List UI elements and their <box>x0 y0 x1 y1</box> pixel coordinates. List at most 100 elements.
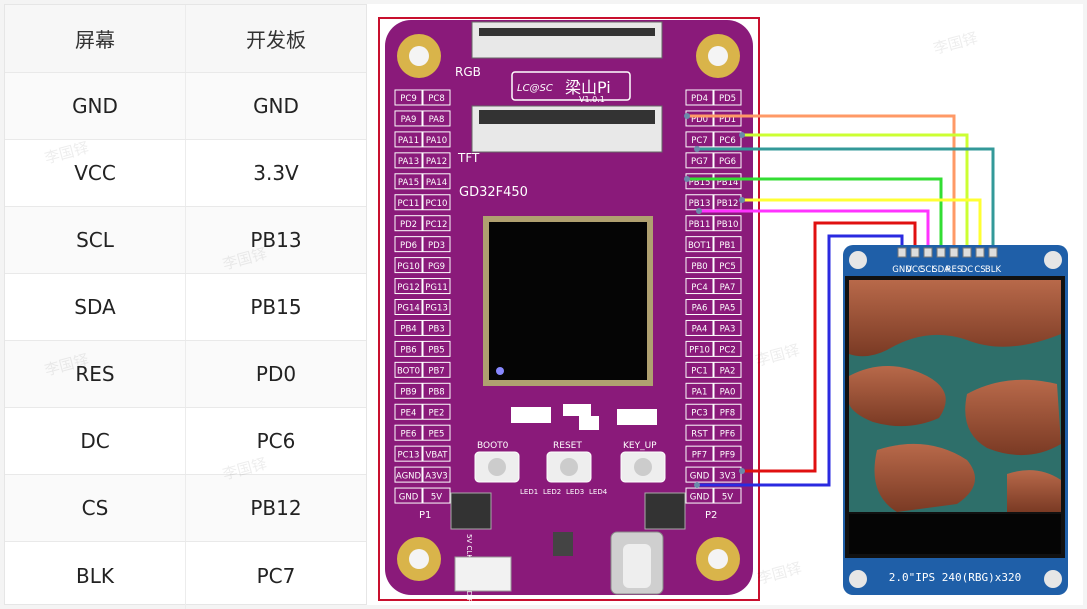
screen-pin: GND <box>5 73 186 139</box>
pin-box <box>713 110 742 127</box>
board-name: 梁山Pi <box>565 78 611 97</box>
pin-box <box>713 382 742 399</box>
pin-label: PE6 <box>401 429 417 439</box>
pin-box <box>422 110 451 127</box>
pcb-outline <box>378 17 760 601</box>
board-pin: PB12 <box>250 496 302 520</box>
pin-box <box>685 299 714 315</box>
pin-box <box>422 299 451 315</box>
pin-label: PA6 <box>692 304 708 314</box>
led3-label: LED3 <box>566 488 584 496</box>
pin-label: PC6 <box>719 136 735 146</box>
reset-button[interactable] <box>546 451 592 483</box>
mount-hole-icon <box>397 537 441 581</box>
pin-label: A3V3 <box>425 471 447 481</box>
pin-box <box>713 89 742 106</box>
pin-label: PG11 <box>425 283 448 293</box>
pin-label: PA0 <box>720 388 736 398</box>
pin-box <box>394 299 423 315</box>
pin-box <box>422 319 451 336</box>
pin-label: 3V3 <box>719 471 736 481</box>
board-version: V1.0.1 <box>579 95 605 104</box>
lcd-pin-label: VCC <box>906 265 924 275</box>
pin-box <box>394 110 423 127</box>
pin-box <box>422 278 451 295</box>
pin-box <box>713 131 742 148</box>
watermark: 李国铎 <box>931 29 979 58</box>
pin-label: GND <box>399 492 419 502</box>
pin-box <box>713 215 742 232</box>
pin-label: PA9 <box>401 115 417 125</box>
pin-box <box>422 361 451 378</box>
pin-box <box>422 340 451 357</box>
screen-pin: BLK <box>5 542 186 609</box>
regulator-right <box>644 492 686 530</box>
pin-box <box>422 466 451 483</box>
pin-label: PB3 <box>428 325 444 335</box>
lcd-pin <box>897 247 907 258</box>
table-header: 屏幕 开发板 <box>5 5 366 73</box>
pin-label: PB6 <box>400 346 416 356</box>
pin-label: PC10 <box>426 199 448 209</box>
pin-label: PA15 <box>398 178 419 188</box>
rgb-connector <box>471 21 663 59</box>
pin-mapping-table: 屏幕 开发板 GND GND VCC 3.3V SCL PB13 SDA PB1… <box>4 4 367 609</box>
wire-endpoint <box>684 113 690 119</box>
pin-label: PG13 <box>425 304 448 314</box>
pin-label: PF8 <box>720 408 735 418</box>
board-pin: PB13 <box>250 228 302 252</box>
pin-box <box>394 278 423 295</box>
lcd-hole-icon <box>1044 251 1062 269</box>
pin-label: PB15 <box>689 178 711 188</box>
pin-box <box>394 445 423 462</box>
table-row: BLK PC7 <box>5 542 366 609</box>
pin-box <box>394 424 423 441</box>
pin-label: PD4 <box>691 94 708 104</box>
pin-label: PF10 <box>689 346 710 356</box>
pin-box <box>713 257 742 274</box>
pin-box <box>422 152 451 169</box>
pin-label: GND <box>690 471 710 481</box>
pin-box <box>422 131 451 148</box>
pin-box <box>685 131 714 148</box>
lcd-pin-label: CS <box>974 265 985 275</box>
pin-box <box>422 236 451 253</box>
pin-box <box>713 424 742 441</box>
pin-label: PC4 <box>691 283 707 293</box>
board-pin: PC6 <box>256 429 296 453</box>
table-row: RES PD0 <box>5 341 366 408</box>
pin-box <box>422 403 451 420</box>
key-up-label: KEY_UP <box>623 441 657 451</box>
lcd-screen-image <box>849 280 1061 554</box>
pin-box <box>422 194 451 211</box>
lcd-pin <box>962 247 972 258</box>
pin-label: PB11 <box>689 220 711 230</box>
watermark: 李国铎 <box>755 559 803 588</box>
key-up-button[interactable] <box>620 451 666 483</box>
boot0-button[interactable] <box>474 451 520 483</box>
screen-pin: SCL <box>5 207 186 273</box>
board-pin: 3.3V <box>253 161 299 185</box>
pin-label: BOT0 <box>397 367 420 377</box>
pin-box <box>685 403 714 420</box>
table-row: CS PB12 <box>5 475 366 542</box>
pin-label: PA7 <box>720 283 736 293</box>
pin-label: PC12 <box>426 220 448 230</box>
pin-box <box>685 89 714 106</box>
pin-label: PA5 <box>720 304 736 314</box>
lcd-pin <box>936 247 946 258</box>
pin-box <box>422 257 451 274</box>
pin-label: PA4 <box>692 325 708 335</box>
led2-label: LED2 <box>543 488 561 496</box>
pin-box <box>422 173 451 190</box>
wire-res <box>687 114 956 250</box>
pin-box <box>422 424 451 441</box>
pin-label: PC13 <box>398 450 420 460</box>
wire-dc <box>742 133 969 250</box>
pin-label: PG7 <box>691 157 708 167</box>
pin-box <box>685 340 714 357</box>
